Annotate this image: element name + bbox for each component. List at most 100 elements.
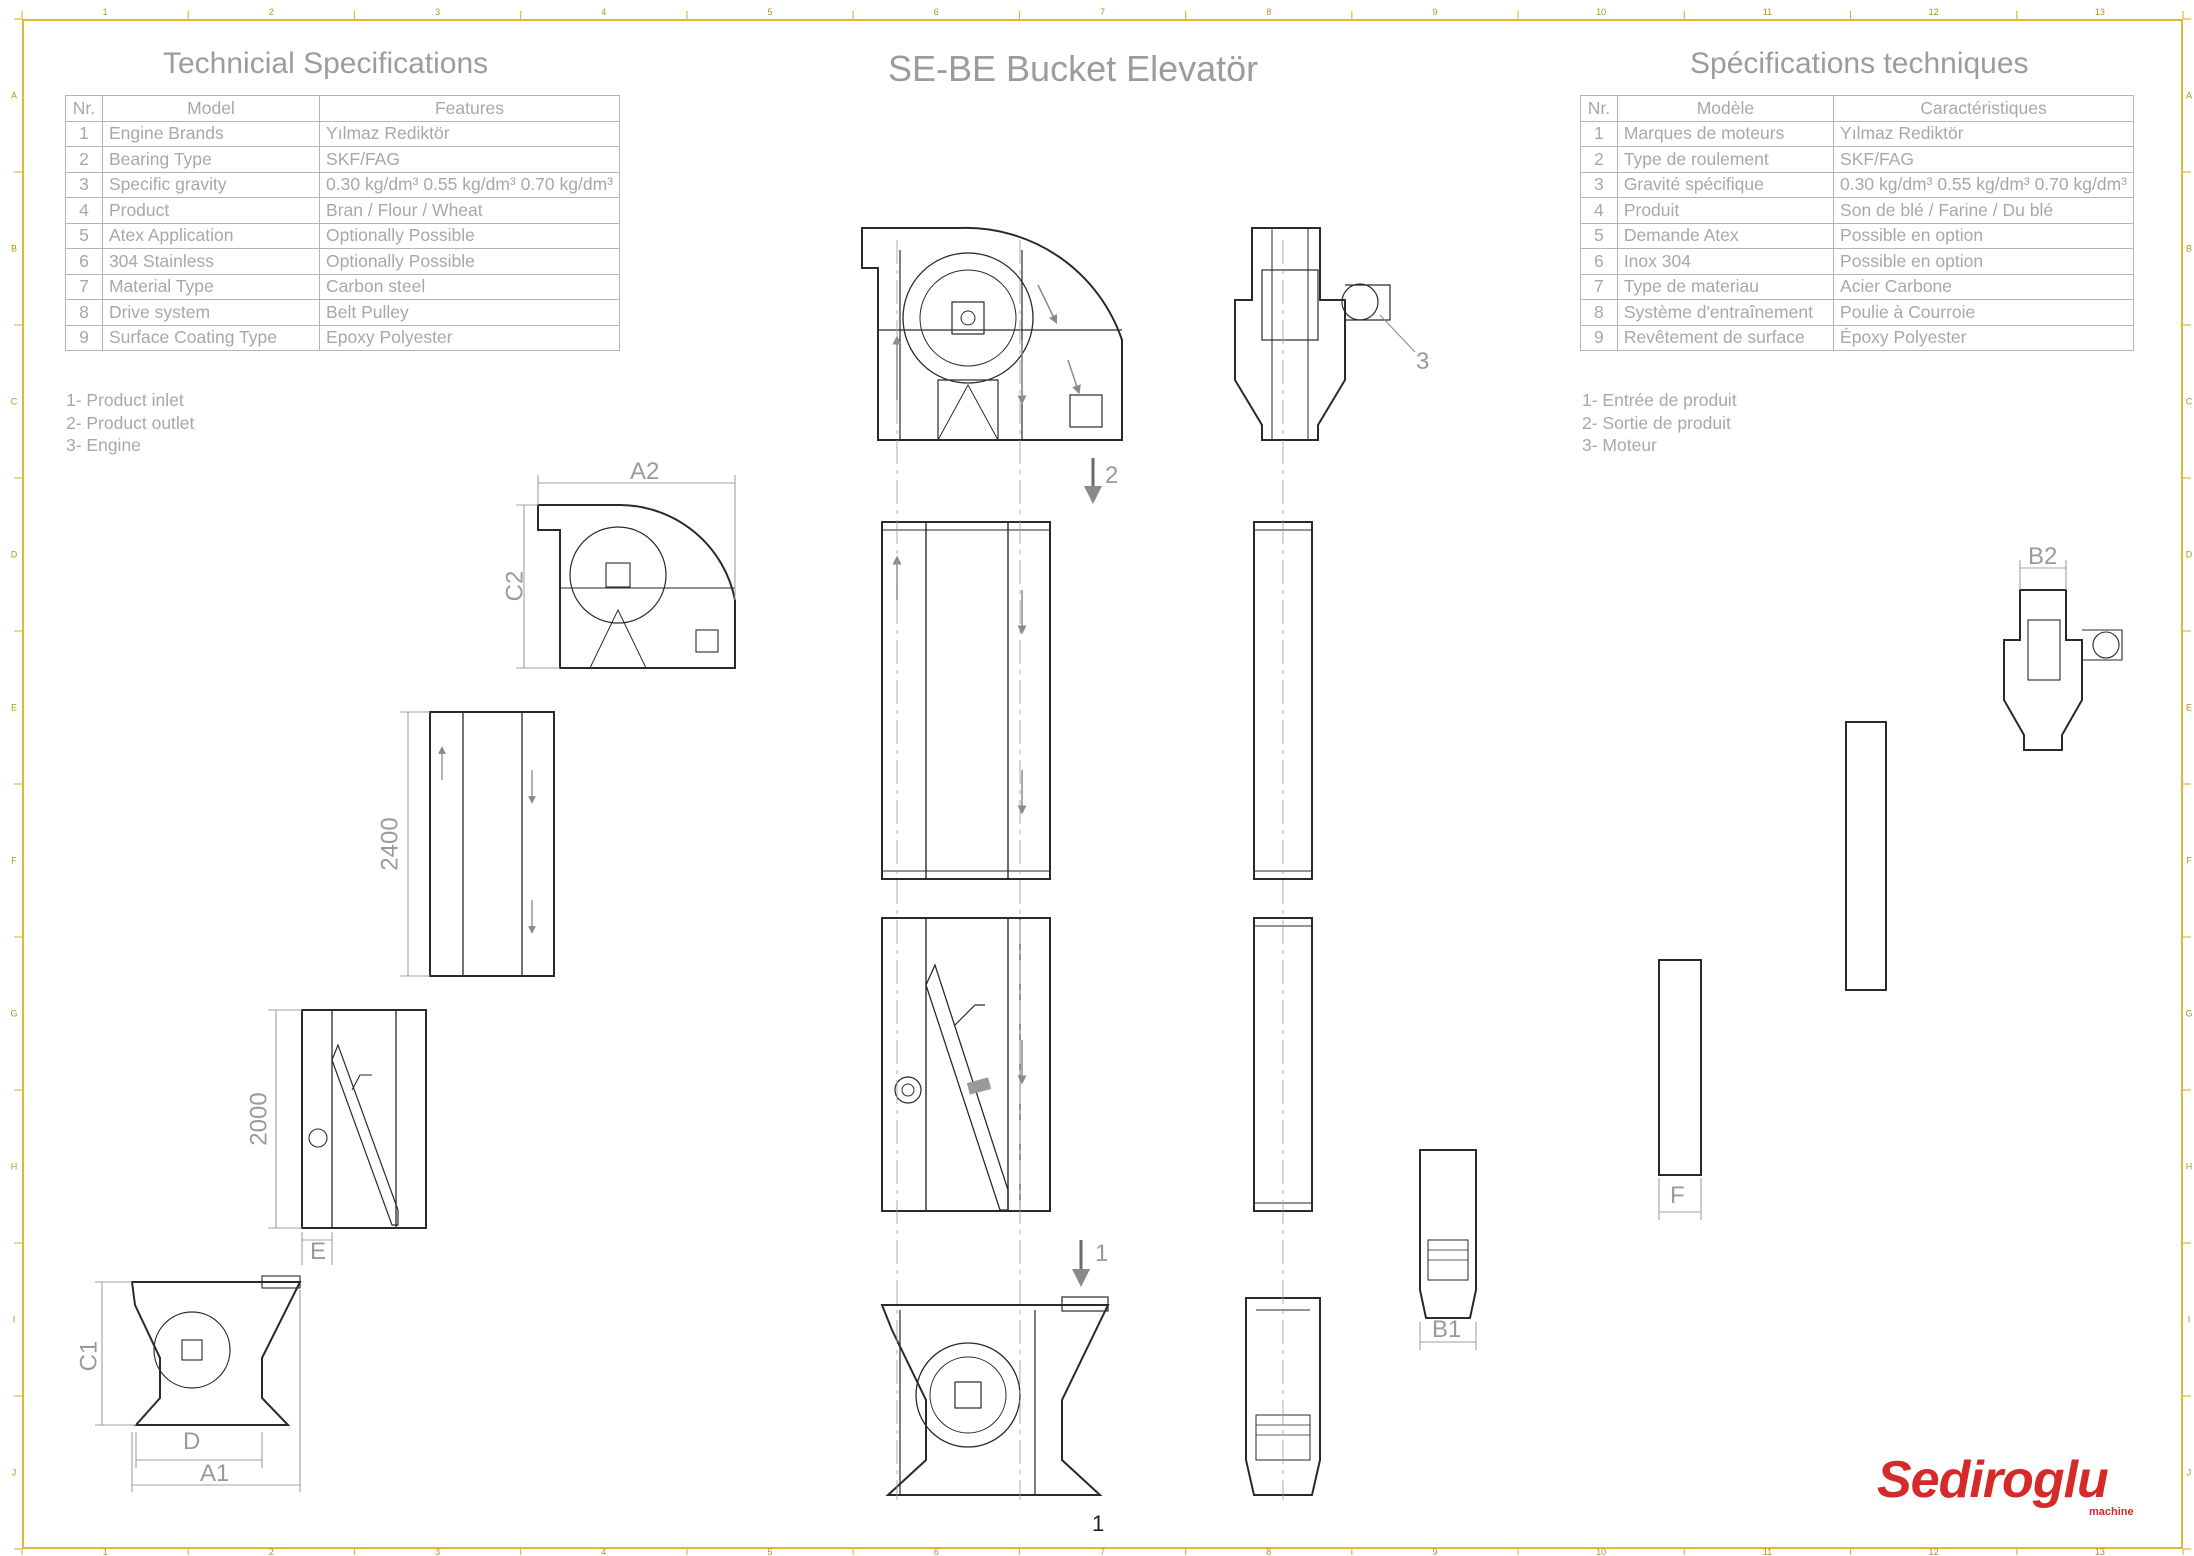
row-model: Material Type bbox=[101, 273, 321, 300]
border-number: 10 bbox=[1596, 7, 1606, 17]
table-header-row: Nr. Modèle Caractéristiques bbox=[1580, 95, 2134, 122]
title-center: SE-BE Bucket Elevatör bbox=[888, 48, 1259, 89]
trunk-section-side-small bbox=[1845, 721, 1887, 991]
border-letter: F bbox=[11, 856, 17, 866]
border-number: 7 bbox=[1100, 1547, 1105, 1556]
head-section-side bbox=[1234, 227, 1416, 441]
inspection-section-front bbox=[881, 917, 1051, 1212]
border-letter: G bbox=[10, 1009, 17, 1019]
border-number: 2 bbox=[269, 7, 274, 17]
row-nr: 7 bbox=[1580, 273, 1618, 300]
logo-name: Sediroglu bbox=[1877, 1451, 2109, 1509]
row-nr: 8 bbox=[65, 299, 103, 326]
boot-section-side-small bbox=[1419, 1149, 1477, 1319]
header-model: Model bbox=[101, 95, 321, 122]
legend-item: 1- Product inlet bbox=[66, 390, 184, 410]
callout-outlet: 2 bbox=[1105, 462, 1119, 489]
border-letter: B bbox=[2186, 244, 2192, 254]
row-model: Surface Coating Type bbox=[101, 324, 321, 351]
row-feature: Optionally Possible bbox=[319, 248, 620, 275]
boot-section-front bbox=[880, 1296, 1110, 1496]
legend-item: 2- Product outlet bbox=[66, 412, 195, 433]
callout-engine: 3 bbox=[1416, 348, 1430, 375]
border-letter: C bbox=[2186, 397, 2193, 407]
row-feature: 0.30 kg/dm³ 0.55 kg/dm³ 0.70 kg/dm³ bbox=[1833, 171, 2134, 198]
dim-a1: A1 bbox=[200, 1460, 230, 1487]
sediroglu-logo: Sediroglu machine bbox=[1877, 1450, 2134, 1518]
border-number: 13 bbox=[2095, 1547, 2105, 1556]
row-model: Demande Atex bbox=[1616, 222, 1835, 249]
border-number: 7 bbox=[1100, 7, 1105, 17]
border-number: 4 bbox=[601, 1547, 606, 1556]
header-nr: Nr. bbox=[65, 95, 103, 122]
row-model: Product bbox=[101, 197, 321, 224]
logo-sub: machine bbox=[2089, 1506, 2134, 1518]
row-feature: Bran / Flour / Wheat bbox=[319, 197, 620, 224]
row-model: Drive system bbox=[101, 299, 321, 326]
row-feature: Acier Carbone bbox=[1833, 273, 2134, 300]
row-model: Atex Application bbox=[101, 222, 321, 249]
trunk-section-small bbox=[429, 711, 555, 977]
row-model: Type de materiau bbox=[1616, 273, 1835, 300]
drawing-frame bbox=[22, 19, 2183, 1549]
dim-a2: A2 bbox=[630, 458, 660, 485]
inspection-section-side-small bbox=[1658, 959, 1702, 1176]
row-nr: 7 bbox=[65, 273, 103, 300]
row-feature: SKF/FAG bbox=[319, 146, 620, 173]
row-feature: Yılmaz Rediktör bbox=[1833, 120, 2134, 147]
border-number: 2 bbox=[269, 1547, 274, 1556]
boot-section-small bbox=[130, 1275, 302, 1426]
border-letter: G bbox=[2185, 1009, 2192, 1019]
border-letter: E bbox=[11, 703, 17, 713]
title-right: Spécifications techniques bbox=[1690, 47, 2029, 80]
row-nr: 5 bbox=[1580, 222, 1618, 249]
row-feature: Époxy Polyester bbox=[1833, 324, 2134, 351]
dim-b2: B2 bbox=[2028, 543, 2058, 570]
border-number: 1 bbox=[103, 7, 108, 17]
border-letter: C bbox=[11, 397, 18, 407]
dim-2000: 2000 bbox=[245, 1092, 273, 1146]
row-model: Type de roulement bbox=[1616, 146, 1835, 173]
row-model: Revêtement de surface bbox=[1616, 324, 1835, 351]
border-number: 12 bbox=[1929, 1547, 1939, 1556]
border-letter: B bbox=[11, 244, 17, 254]
row-model: Gravité spécifique bbox=[1616, 171, 1835, 198]
row-feature: Yılmaz Rediktör bbox=[319, 120, 620, 147]
legend-fr: 1- Entrée de produit 2- Sortie de produi… bbox=[1582, 389, 1737, 457]
row-nr: 5 bbox=[65, 222, 103, 249]
legend-item: 2- Sortie de produit bbox=[1582, 412, 1731, 433]
head-section-front bbox=[861, 226, 1123, 441]
callout-inlet: 1 bbox=[1095, 1240, 1109, 1267]
row-nr: 2 bbox=[65, 146, 103, 173]
border-letter: D bbox=[11, 550, 18, 560]
border-letter: A bbox=[2186, 91, 2192, 101]
title-left: Technicial Specifications bbox=[163, 47, 489, 80]
row-model: Engine Brands bbox=[101, 120, 321, 147]
border-letter: H bbox=[11, 1162, 18, 1172]
row-nr: 1 bbox=[1580, 120, 1618, 147]
legend-item: 3- Moteur bbox=[1582, 435, 1657, 455]
head-section-side-small bbox=[2003, 589, 2123, 751]
border-number: 1 bbox=[103, 1547, 108, 1556]
border-number: 10 bbox=[1596, 1547, 1606, 1556]
border-letter: F bbox=[2186, 856, 2192, 866]
legend-en: 1- Product inlet 2- Product outlet 3- En… bbox=[66, 389, 194, 457]
dim-2400: 2400 bbox=[376, 817, 404, 871]
border-letter: J bbox=[12, 1468, 17, 1478]
border-number: 9 bbox=[1432, 7, 1437, 17]
row-feature: Son de blé / Farine / Du blé bbox=[1833, 197, 2134, 224]
row-feature: Epoxy Polyester bbox=[319, 324, 620, 351]
border-number: 6 bbox=[934, 7, 939, 17]
row-feature: Possible en option bbox=[1833, 222, 2134, 249]
row-model: Inox 304 bbox=[1616, 248, 1835, 275]
dim-c1: C1 bbox=[75, 1340, 103, 1372]
border-number: 4 bbox=[601, 7, 606, 17]
